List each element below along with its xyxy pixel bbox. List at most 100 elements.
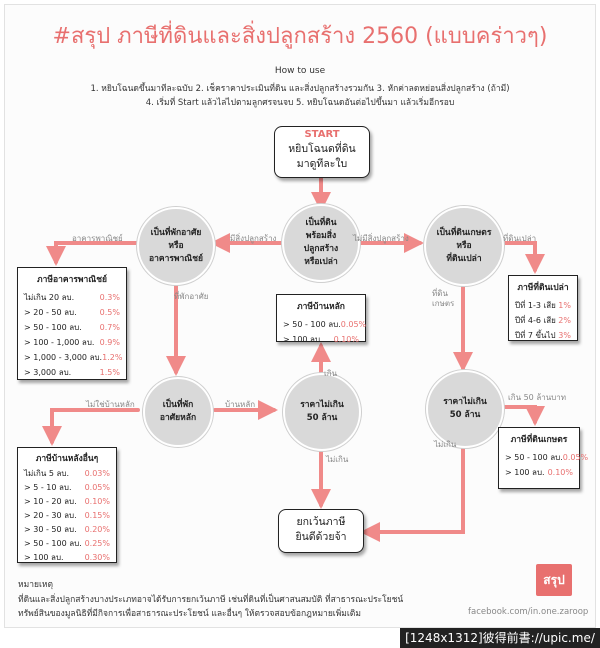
start-line-1: หยิบโฉนดที่ดิน	[288, 143, 356, 155]
rate-cell: 1.2%	[102, 353, 123, 362]
rate-cell: 0.3%	[99, 293, 120, 302]
farm-decision-node: เป็นที่ดินเกษตร หรือ ที่ดินเปล่า	[424, 206, 504, 286]
farm-decision-l2: หรือ	[456, 240, 472, 251]
edge-label-not-over: ไม่เกิน	[326, 455, 349, 464]
agri-land-tax-table: ภาษีที่ดินเกษตร > 50 - 100 ลบ.0.05% > 10…	[498, 427, 588, 489]
rate-cell: 2%	[558, 316, 571, 325]
edge-label-commercial: อาคารพาณิชย์	[72, 234, 123, 243]
main-home-decision-l1: เป็นที่พัก	[162, 400, 194, 410]
rate-cell: 1%	[558, 301, 571, 310]
facebook-url[interactable]: facebook.com/in.one.zaroop	[468, 607, 589, 617]
farm-decision-l3: ที่ดินเปล่า	[446, 253, 482, 264]
table-row: > 100 ลบ.0.10%	[283, 332, 359, 347]
zaroop-logo: สรุป	[536, 564, 572, 596]
price-decision-l1: ราคาไม่เกิน	[300, 400, 344, 410]
vacant-land-tax-title: ภาษีที่ดินเปล่า	[517, 283, 569, 293]
range-cell: ปีที่ 1-3 เสีย	[515, 301, 556, 310]
rate-cell: 0.05%	[84, 483, 110, 492]
building-decision-l3: ปลูกสร้าง	[303, 244, 339, 254]
range-cell: > 100 ลบ.	[283, 335, 323, 344]
edge-label-vacant: ที่ดินเปล่า	[503, 234, 537, 243]
rate-cell: 0.03%	[84, 469, 110, 478]
building-decision-l1: เป็นที่ดิน	[305, 218, 337, 228]
rate-cell: 0.7%	[99, 323, 120, 332]
price-decision-node: ราคาไม่เกิน 50 ล้าน	[283, 373, 361, 451]
edge-label-agri-2: เกษตร	[432, 299, 455, 308]
edge-label-no-building: ไม่มีสิ่งปลูกสร้าง	[353, 234, 409, 243]
price-decision-l2: 50 ล้าน	[306, 413, 338, 423]
table-row: ไม่เกิน 20 ลบ. 0.3%	[24, 290, 120, 305]
range-cell: > 50 - 100 ลบ.	[24, 539, 82, 548]
exempt-line-1: ยกเว้นภาษี	[296, 516, 346, 528]
table-row: > 20 - 50 ลบ.0.5%	[24, 305, 120, 320]
range-cell: > 1,000 - 3,000 ลบ.	[24, 353, 103, 362]
range-cell: > 50 - 100 ลบ.	[283, 320, 341, 329]
edge-label-has-building: มีสิ่งปลูกสร้าง	[230, 234, 277, 243]
how-to-line-1: 1. หยิบโฉนดขึ้นมาทีละฉบับ 2. เช็คราคาประ…	[90, 84, 510, 94]
farm-price-decision-node: ราคาไม่เกิน 50 ล้าน	[426, 370, 504, 448]
edge-label-residence: ที่พักอาศัย	[174, 292, 209, 301]
main-home-decision-node: เป็นที่พัก อาศัยหลัก	[143, 377, 213, 447]
edge-label-agri-1: ที่ดิน	[432, 289, 448, 298]
exempt-box: ยกเว้นภาษี ยินดีด้วยจ้า	[278, 509, 364, 553]
range-cell: > 100 ลบ.	[505, 468, 545, 477]
edge-label-over: เกิน	[324, 369, 338, 378]
range-cell: ไม่เกิน 5 ลบ.	[24, 469, 70, 478]
range-cell: > 10 - 20 ลบ.	[24, 497, 77, 506]
edge-label-farm-over: เกิน 50 ล้านบาท	[508, 393, 567, 402]
note-line-1: ที่ดินและสิ่งปลูกสร้างบางประเภทอาจได้รับ…	[18, 595, 404, 605]
other-homes-tax-title: ภาษีบ้านหลังอื่นๆ	[35, 454, 99, 464]
rate-cell: 0.05%	[562, 453, 589, 462]
main-home-decision-l2: อาศัยหลัก	[159, 413, 197, 423]
range-cell: > 20 - 50 ลบ.	[24, 308, 77, 317]
table-row: > 3,000 ลบ.1.5%	[24, 365, 120, 380]
other-homes-tax-table: ภาษีบ้านหลังอื่นๆ ไม่เกิน 5 ลบ. 0.03% > 5…	[17, 447, 117, 563]
table-row: > 50 - 100 ลบ.0.05%	[283, 317, 366, 332]
rate-cell: 0.25%	[84, 539, 110, 548]
building-decision-l4: หรือเปล่า	[304, 257, 338, 267]
table-row: > 50 - 100 ลบ. 0.7%	[24, 320, 120, 335]
table-row: ไม่เกิน 5 ลบ. 0.03%	[24, 467, 110, 481]
agri-land-tax-title: ภาษีที่ดินเกษตร	[510, 435, 568, 445]
commercial-tax-table: ภาษีอาคารพาณิชย์ ไม่เกิน 20 ลบ. 0.3% > 20…	[17, 267, 127, 380]
image-size-banner: [1248x1312]彼得前書://upic.me/	[400, 628, 600, 648]
start-label: START	[304, 129, 340, 140]
rate-cell: 0.10%	[547, 468, 573, 477]
start-line-2: มาดูทีละใบ	[296, 158, 348, 170]
table-row: > 5 - 10 ลบ.0.05%	[24, 481, 110, 495]
table-row: > 1,000 - 3,000 ลบ.1.2%	[24, 350, 123, 365]
residential-decision-node: เป็นที่พักอาศัย หรือ อาคารพาณิชย์	[137, 207, 215, 285]
rate-cell: 3%	[558, 331, 571, 340]
range-cell: > 20 - 30 ลบ.	[24, 511, 77, 520]
residential-decision-l2: หรือ	[168, 240, 184, 251]
table-row: > 30 - 50 ลบ. 0.20%	[24, 523, 110, 537]
main-home-tax-title: ภาษีบ้านหลัก	[297, 302, 345, 312]
residential-decision-l3: อาคารพาณิชย์	[149, 253, 203, 264]
farm-price-decision-l2: 50 ล้าน	[449, 410, 481, 420]
farm-price-decision-l1: ราคาไม่เกิน	[443, 397, 487, 407]
exempt-line-2: ยินดีด้วยจ้า	[295, 531, 347, 543]
range-cell: > 50 - 100 ลบ.	[24, 323, 82, 332]
range-cell: > 30 - 50 ลบ.	[24, 525, 77, 534]
how-to-heading: How to use	[274, 66, 326, 76]
edge-label-farm-not-over: ไม่เกิน	[434, 440, 457, 449]
start-box: START หยิบโฉนดที่ดิน มาดูทีละใบ	[274, 126, 370, 178]
rate-cell: 0.15%	[84, 511, 110, 520]
residential-decision-l1: เป็นที่พักอาศัย	[150, 227, 202, 238]
range-cell: > 100 - 1,000 ลบ.	[24, 338, 95, 347]
rate-cell: 0.20%	[84, 525, 110, 534]
building-decision-l2: พร้อมสิ่ง	[305, 231, 337, 241]
table-row: > 100 - 1,000 ลบ. 0.9%	[24, 335, 120, 350]
range-cell: > 3,000 ลบ.	[24, 368, 72, 377]
edge-label-not-main-home: ไม่ใช่บ้านหลัก	[86, 400, 135, 409]
how-to-line-2: 4. เริ่มที่ Start แล้วไล่ไปตามลูกศรจนจบ …	[145, 98, 455, 108]
range-cell: ไม่เกิน 20 ลบ.	[24, 293, 75, 302]
main-home-tax-table: ภาษีบ้านหลัก > 50 - 100 ลบ.0.05% > 100 ล…	[276, 294, 366, 344]
table-row: > 100 ลบ.0.30%	[24, 551, 110, 565]
table-row: > 100 ลบ.0.10%	[505, 465, 573, 480]
commercial-tax-title: ภาษีอาคารพาณิชย์	[37, 275, 107, 285]
rate-cell: 0.9%	[99, 338, 120, 347]
